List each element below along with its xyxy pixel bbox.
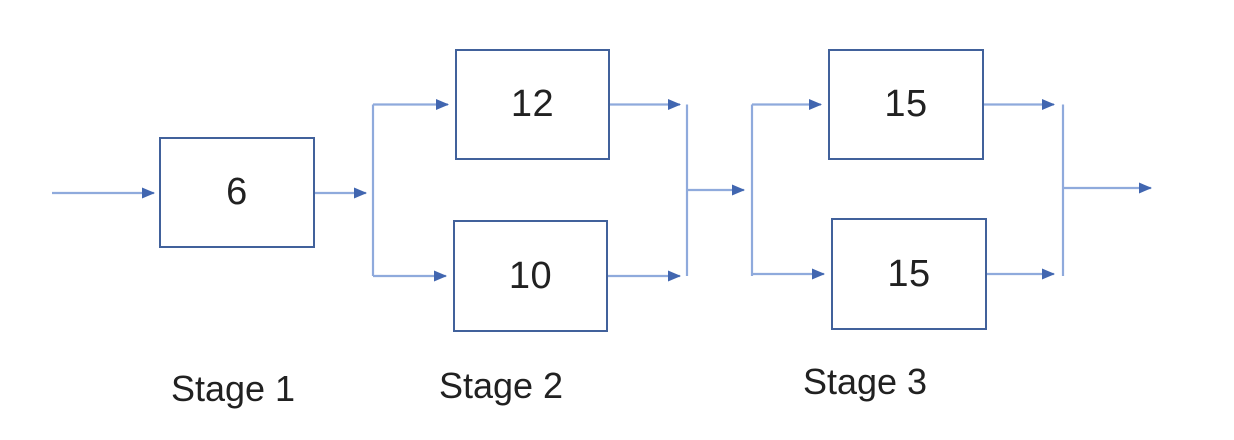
block-value: 6 <box>226 171 248 213</box>
block-stage1-value: 6 <box>159 137 315 248</box>
block-value: 10 <box>508 254 553 297</box>
block-stage3-bottom-value: 15 <box>831 218 987 330</box>
block-stage3-top-value: 15 <box>828 49 984 160</box>
stage3-label: Stage 3 <box>802 361 928 402</box>
block-value: 15 <box>884 83 928 125</box>
block-value: 15 <box>887 252 931 295</box>
block-stage2-bottom-value: 10 <box>453 220 608 332</box>
stage1-label: Stage 1 <box>170 368 296 409</box>
stage2-label: Stage 2 <box>438 365 564 406</box>
block-stage2-top-value: 12 <box>455 49 610 160</box>
block-value: 12 <box>510 83 555 125</box>
